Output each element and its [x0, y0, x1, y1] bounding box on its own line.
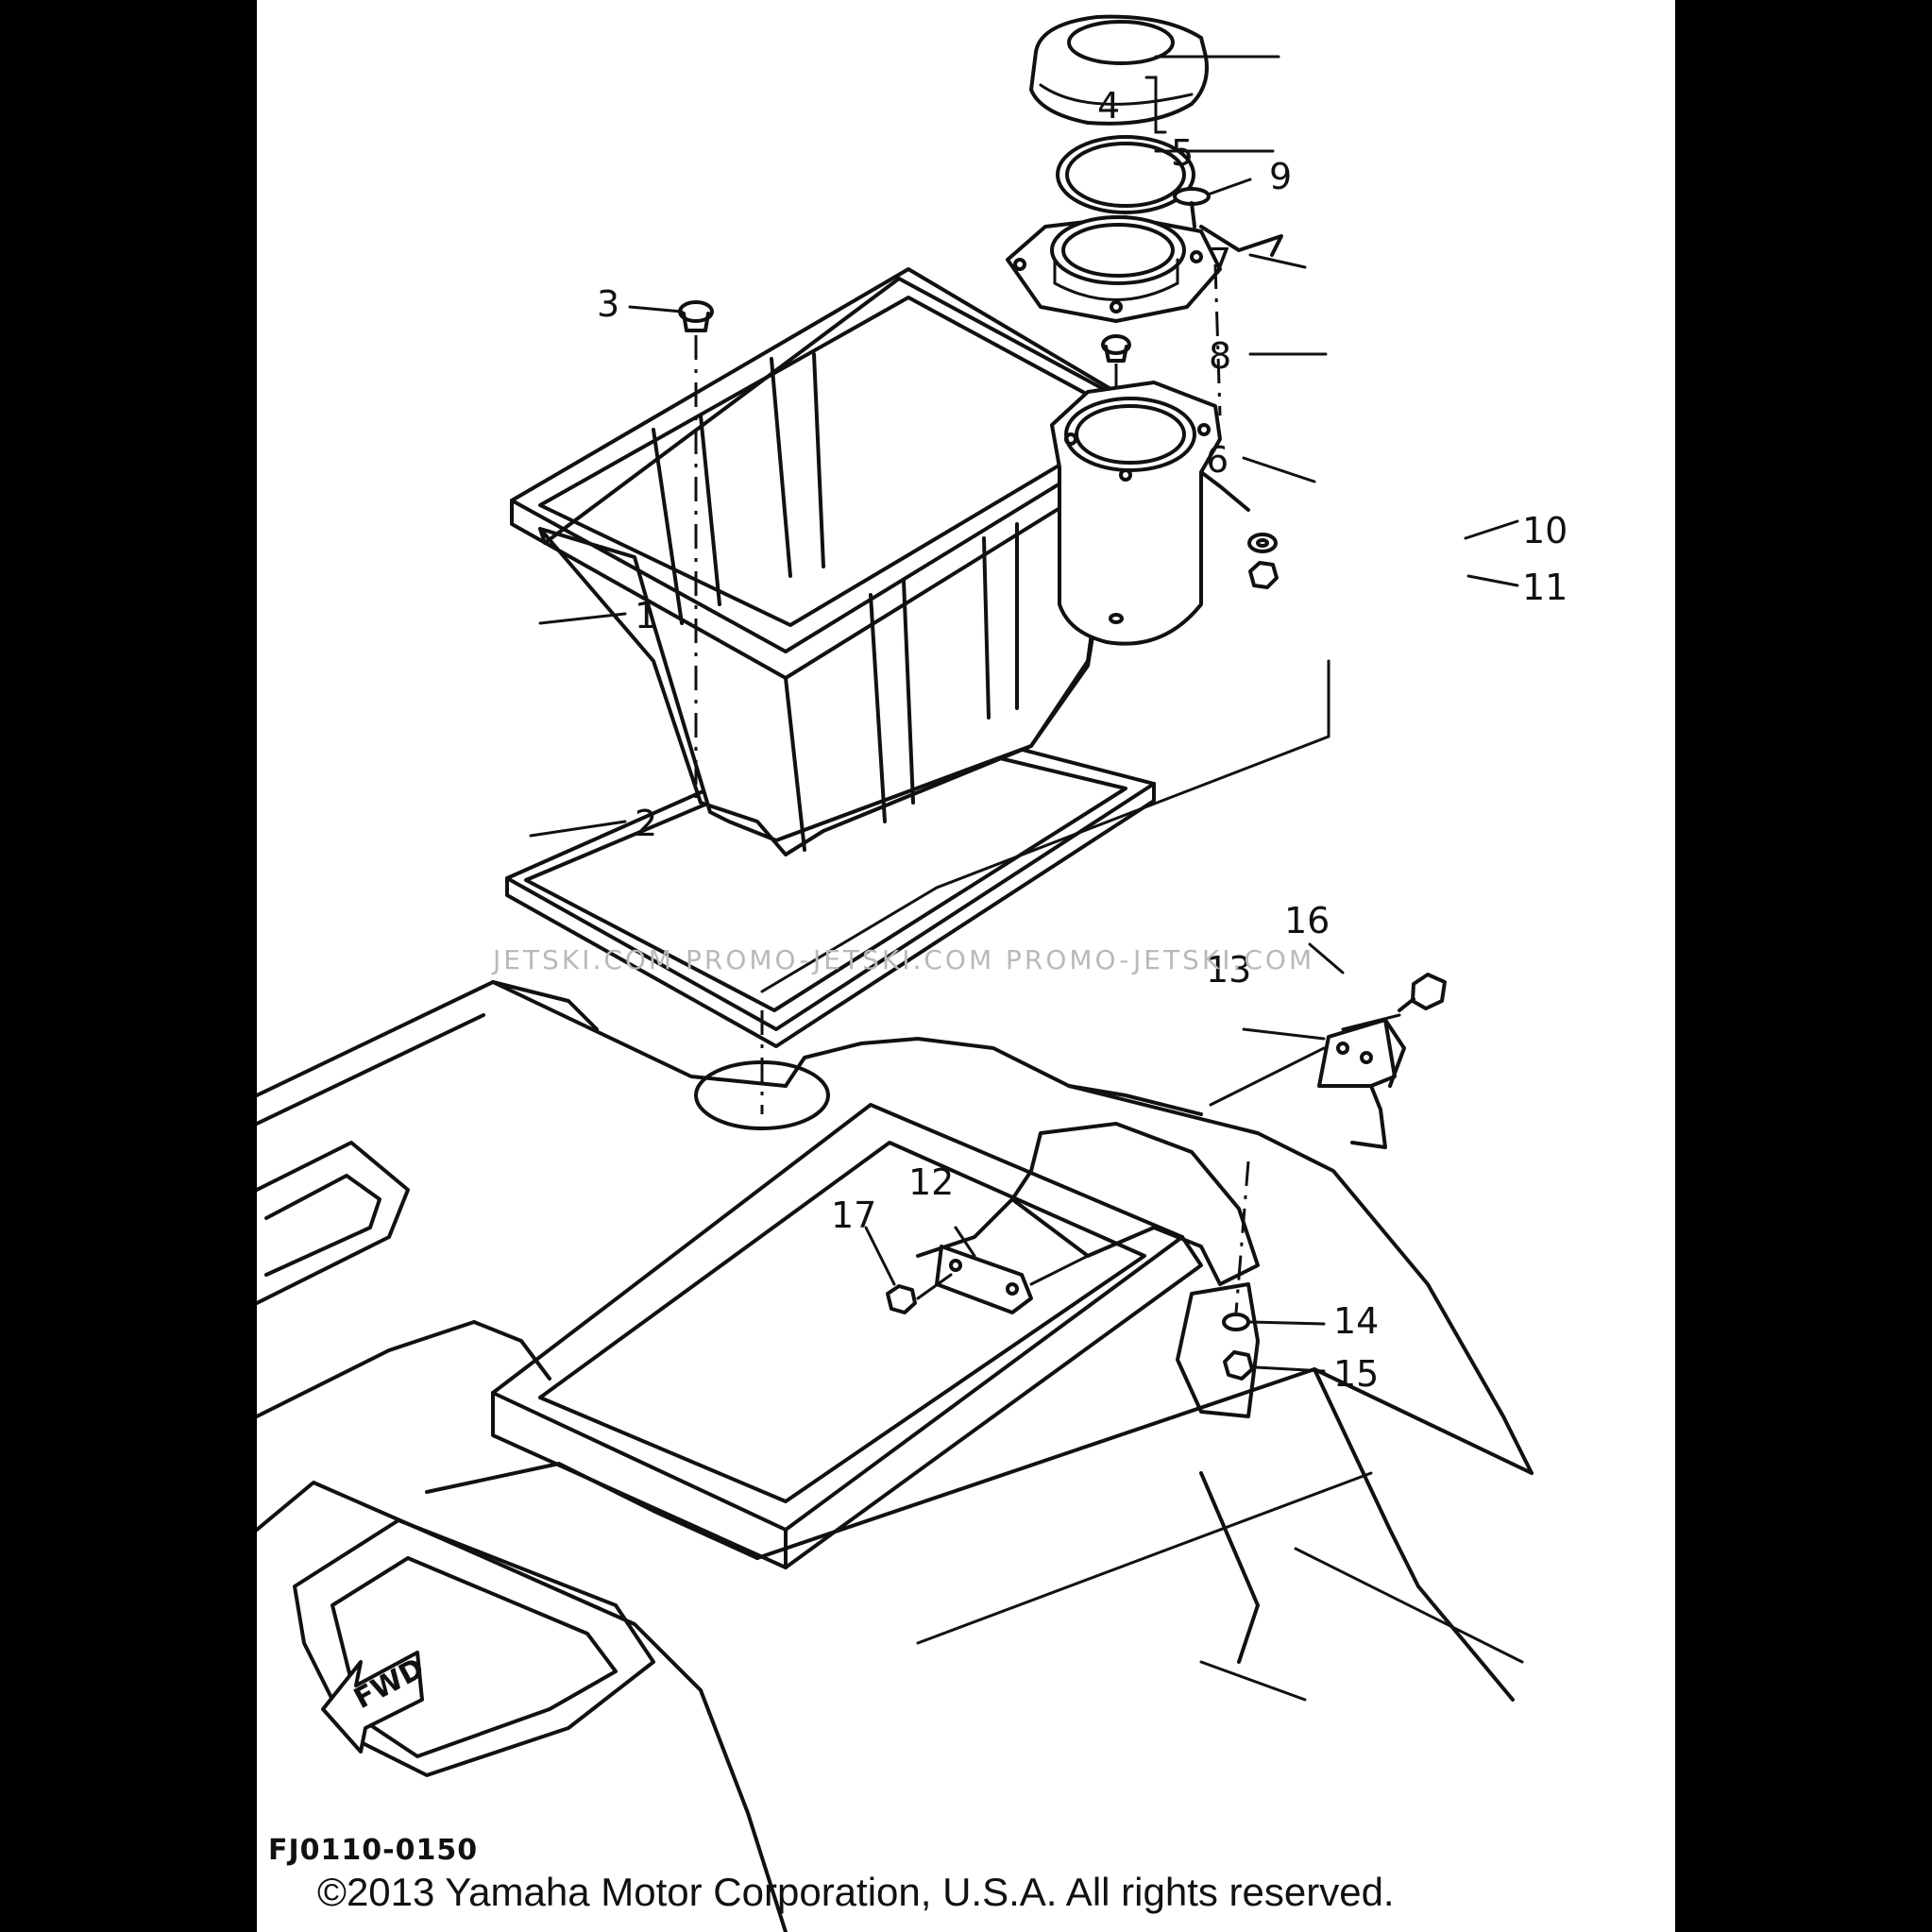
callout-4: 4 — [1097, 85, 1120, 127]
part-16-screw — [1398, 973, 1447, 1012]
callout-6: 6 — [1206, 439, 1229, 481]
part-7-filler-neck — [1006, 215, 1222, 323]
callout-13: 13 — [1206, 949, 1251, 991]
part-5-o-ring — [1056, 135, 1195, 214]
diagram-code: FJ0110-0150 — [268, 1834, 479, 1867]
copyright-notice: ©2013 Yamaha Motor Corporation, U.S.A. A… — [317, 1870, 1395, 1914]
part-13-bracket — [1317, 1018, 1406, 1149]
part-10-washer — [1247, 533, 1278, 553]
callout-5: 5 — [1171, 132, 1194, 174]
part-4-filler-cap — [1029, 14, 1209, 126]
callout-16: 16 — [1284, 900, 1330, 941]
callout-7: 7 — [1209, 241, 1231, 282]
part-14-washer — [1222, 1313, 1250, 1331]
diagram-sheet: FWD — [257, 0, 1675, 1932]
callout-1: 1 — [635, 595, 657, 636]
callout-8: 8 — [1209, 335, 1231, 377]
callout-17: 17 — [831, 1195, 876, 1236]
callout-12: 12 — [908, 1161, 954, 1203]
callout-15: 15 — [1333, 1353, 1379, 1395]
part-9-screw — [1173, 187, 1283, 257]
leader-lines — [529, 55, 1519, 1373]
part-17-nut — [886, 1284, 917, 1314]
watermark-text: JETSKI.COM PROMO-JETSKI.COM PROMO-JETSKI… — [493, 944, 1315, 975]
callout-numbers: 1 2 3 4 5 6 7 8 9 10 11 12 13 14 15 16 1… — [597, 85, 1568, 1395]
callout-9: 9 — [1269, 156, 1292, 197]
part-15-nut — [1223, 1350, 1254, 1381]
part-11-nut — [1248, 561, 1279, 589]
exploded-parts-diagram: FWD — [257, 14, 1568, 1932]
callout-3: 3 — [597, 283, 619, 325]
fwd-arrow-icon: FWD — [321, 1651, 430, 1754]
callout-10: 10 — [1522, 510, 1568, 551]
callout-14: 14 — [1333, 1300, 1379, 1342]
hull-deck: FWD — [257, 980, 1534, 1932]
callout-2: 2 — [635, 803, 657, 844]
callout-11: 11 — [1522, 567, 1568, 608]
part-6-canister — [1050, 381, 1250, 646]
part-12-plate — [935, 1245, 1033, 1314]
